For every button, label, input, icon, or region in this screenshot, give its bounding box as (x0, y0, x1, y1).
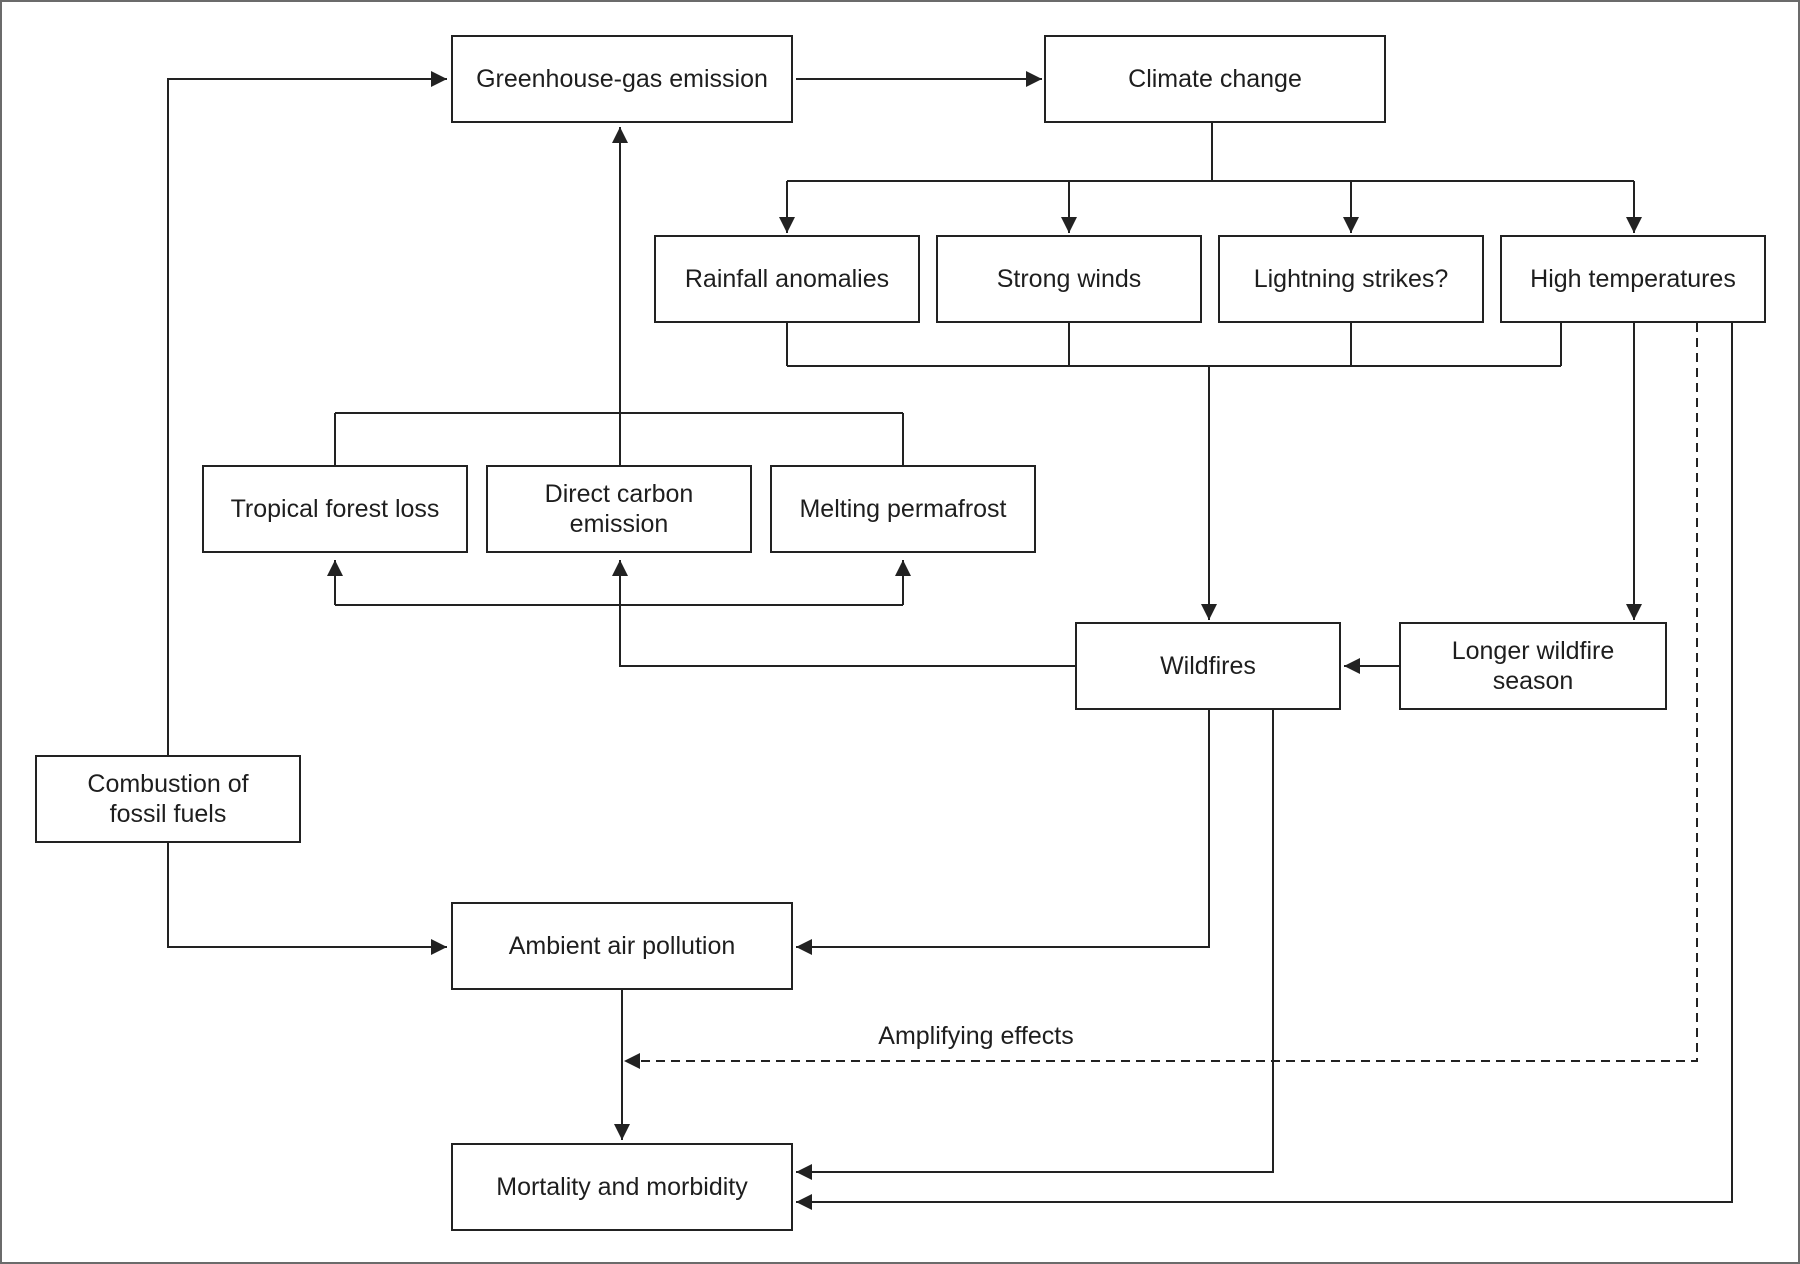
node-melting-permafrost: Melting permafrost (770, 465, 1036, 553)
node-label: Ambient air pollution (508, 932, 736, 960)
edge-fossil-to-ambient (167, 843, 447, 955)
node-label: High temperatures (1530, 265, 1736, 293)
node-climate-change: Climate change (1044, 35, 1386, 123)
node-label: Tropical forest loss (230, 495, 440, 523)
node-lightning-strikes: Lightning strikes? (1218, 235, 1484, 323)
node-label: Climate change (1128, 65, 1302, 93)
edge-wildfires-to-directcarbon (612, 560, 1075, 667)
node-wildfires: Wildfires (1075, 622, 1341, 710)
amplifying-effects-label: Amplifying effects (876, 1016, 1076, 1056)
node-label: Strong winds (996, 265, 1142, 293)
node-label: Longer wildfire season (1451, 637, 1615, 695)
edge-fossil-to-greenhouse (167, 71, 447, 755)
node-label: Lightning strikes? (1253, 265, 1449, 293)
node-label: Direct carbon emission (544, 480, 694, 538)
node-combustion-of-fossil-fuels: Combustion of fossil fuels (35, 755, 301, 843)
node-tropical-forest-loss: Tropical forest loss (202, 465, 468, 553)
node-label: Combustion of fossil fuels (87, 770, 249, 828)
node-label: Melting permafrost (799, 495, 1007, 523)
node-label: Mortality and morbidity (496, 1173, 748, 1201)
node-mortality-and-morbidity: Mortality and morbidity (451, 1143, 793, 1231)
edge-amplifying-effects (624, 323, 1698, 1069)
node-rainfall-anomalies: Rainfall anomalies (654, 235, 920, 323)
node-strong-winds: Strong winds (936, 235, 1202, 323)
edge-wildfires-to-ambient (796, 710, 1210, 955)
edge-hightemp-to-mortality (796, 323, 1733, 1210)
node-longer-wildfire-season: Longer wildfire season (1399, 622, 1667, 710)
node-ambient-air-pollution: Ambient air pollution (451, 902, 793, 990)
node-label: Wildfires (1160, 652, 1256, 680)
node-direct-carbon-emission: Direct carbon emission (486, 465, 752, 553)
edge-wildfires-to-mortality (796, 710, 1274, 1180)
node-label: Rainfall anomalies (684, 265, 890, 293)
node-greenhouse-gas-emission: Greenhouse-gas emission (451, 35, 793, 123)
node-high-temperatures: High temperatures (1500, 235, 1766, 323)
node-label: Greenhouse-gas emission (476, 65, 768, 93)
